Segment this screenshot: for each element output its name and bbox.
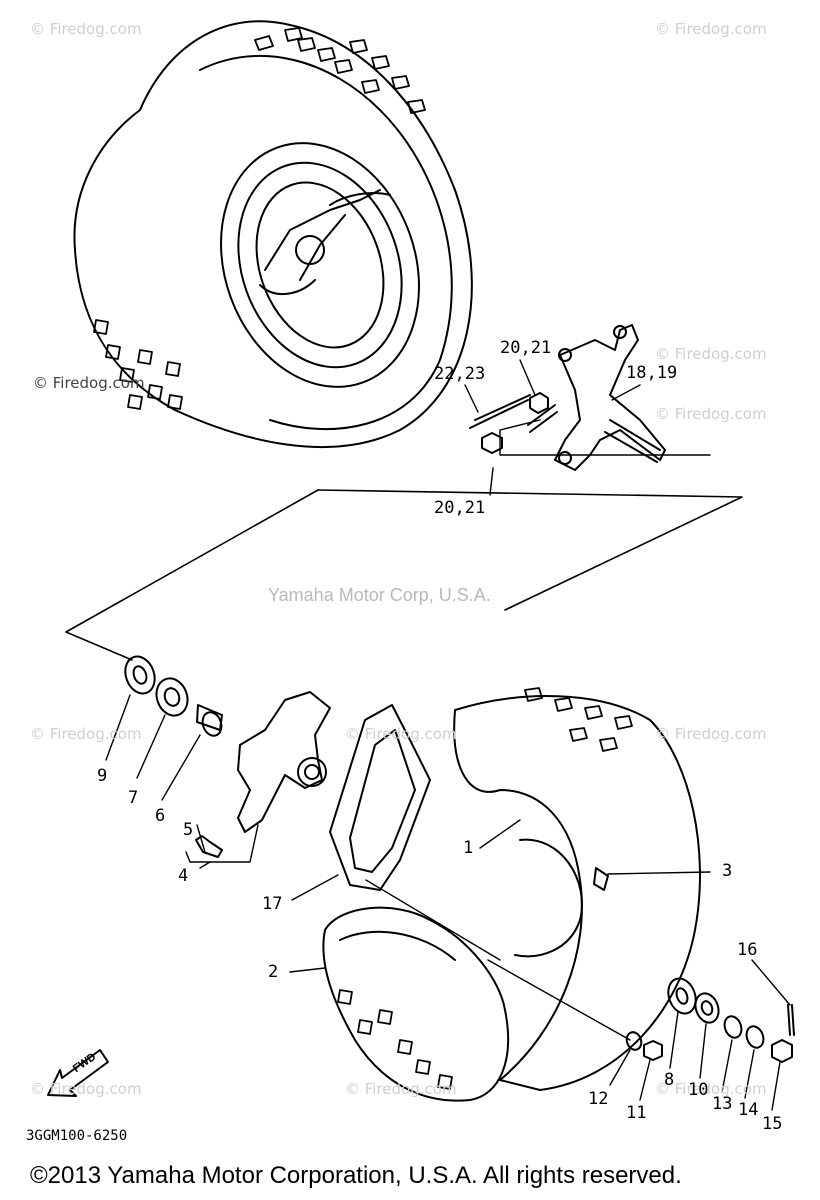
tire-outline (73, 20, 473, 448)
part-2-rim-inner-half (322, 906, 510, 1102)
leader-lines-top (464, 359, 711, 496)
part-1-rim-outer-half (453, 695, 701, 1091)
part-9-oil-seal (124, 655, 156, 695)
callout-14: 14 (738, 1100, 759, 1120)
exploded-assembly-outline (65, 489, 743, 661)
callout-5: 5 (183, 820, 194, 840)
watermark: © Firedog.com (655, 20, 767, 38)
watermark: © Firedog.com (30, 725, 142, 743)
part-code: 3GGM100-6250 (26, 1128, 128, 1144)
rim-groove (255, 181, 385, 349)
callout-7: 7 (128, 788, 139, 808)
callout-1: 1 (463, 838, 474, 858)
steering-knuckle (554, 324, 666, 471)
watermark: © Firedog.com (655, 405, 767, 423)
tire-sidewall (199, 54, 453, 431)
callout-22-23: 22,23 (434, 364, 486, 384)
watermark: © Firedog.com (345, 725, 457, 743)
exploded-wheel (124, 655, 795, 1102)
watermark: © Firedog.com (30, 1080, 142, 1098)
callout-15: 15 (762, 1114, 783, 1134)
copyright-notice: ©2013 Yamaha Motor Corporation, U.S.A. A… (30, 1162, 682, 1189)
callout-20-21-upper: 20,21 (500, 338, 552, 358)
watermark: © Firedog.com (655, 725, 767, 743)
callout-13: 13 (712, 1094, 733, 1114)
castle-nut-upper (529, 392, 549, 414)
callout-10: 10 (688, 1080, 709, 1100)
axle-spindle (604, 419, 661, 463)
callout-18-19: 18,19 (626, 363, 678, 383)
watermark-center: Yamaha Motor Corp, U.S.A. (268, 585, 491, 605)
part-11-nut (643, 1040, 663, 1061)
callout-2: 2 (268, 962, 279, 982)
assembled-wheel (73, 20, 473, 448)
part-10-oil-seal (694, 992, 720, 1024)
watermark: © Firedog.com (655, 345, 767, 363)
rim-outer (220, 142, 420, 388)
callout-12: 12 (588, 1089, 609, 1109)
watermark: © Firedog.com (30, 20, 142, 38)
callout-8: 8 (664, 1070, 675, 1090)
rim-inner (237, 161, 403, 369)
watermark: © Firedog.com (33, 374, 145, 392)
callout-4: 4 (178, 866, 189, 886)
callout-17: 17 (262, 894, 283, 914)
callout-3: 3 (722, 861, 733, 881)
watermark: © Firedog.com (345, 1080, 457, 1098)
leader-lines-bottom (105, 694, 791, 1111)
fwd-arrow-icon (47, 1049, 109, 1097)
part-12-washer (625, 1031, 643, 1051)
callout-6: 6 (155, 806, 166, 826)
part-15-nut (771, 1039, 793, 1063)
hub-spokes (259, 189, 391, 296)
part-14-washer (745, 1025, 765, 1049)
part-3-valve (593, 867, 609, 891)
part-16-cotter-pin (787, 1004, 795, 1036)
watermark: © Firedog.com (655, 1080, 767, 1098)
part-4-hub (237, 691, 331, 833)
callout-11: 11 (626, 1103, 647, 1123)
tread-blocks (93, 27, 426, 410)
callout-9: 9 (97, 766, 108, 786)
part-5-bolt (195, 835, 223, 858)
part-13-washer (723, 1015, 743, 1039)
callout-20-21-lower: 20,21 (434, 498, 486, 518)
callout-16: 16 (737, 940, 758, 960)
hub-center (295, 235, 325, 265)
cotter-pin-lower (469, 394, 531, 429)
part-8-bearing (667, 977, 697, 1015)
part-17-gasket (329, 704, 431, 891)
part-7-bearing (155, 677, 189, 717)
castle-nut-lower (481, 432, 503, 454)
tread-blocks-lower (337, 687, 633, 1090)
